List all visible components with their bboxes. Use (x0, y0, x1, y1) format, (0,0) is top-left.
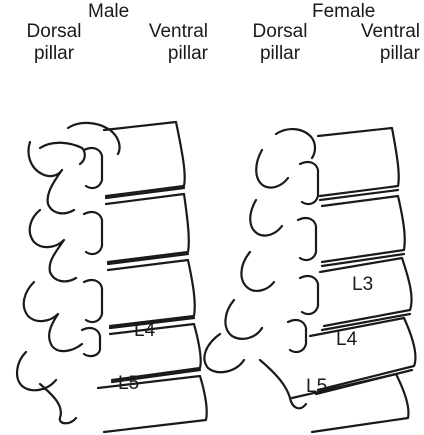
male-spine-drawing: L4 L5 (17, 122, 207, 432)
female-l5-label: L5 (306, 376, 327, 397)
male-l5-label: L5 (118, 373, 139, 394)
female-l4-label: L4 (336, 329, 358, 350)
male-posterior-elements (17, 123, 120, 423)
female-spine-drawing: L3 L4 L5 (204, 128, 415, 432)
male-pedicles (82, 148, 102, 356)
male-vertebral-bodies (98, 122, 207, 432)
female-posterior-elements (204, 129, 315, 408)
female-l3-label: L3 (352, 274, 373, 295)
male-l4-label: L4 (134, 320, 156, 341)
female-pedicles (288, 162, 318, 352)
